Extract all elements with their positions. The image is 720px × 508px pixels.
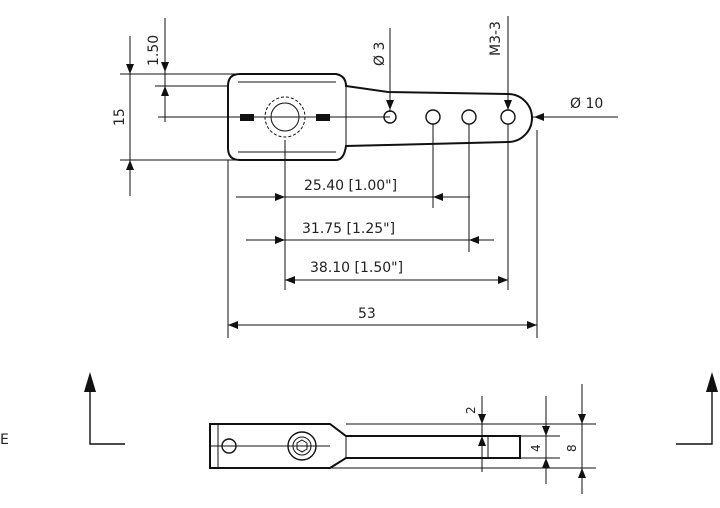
section-arrow-left	[84, 372, 125, 445]
dimension-1-50: 1.50	[120, 18, 240, 122]
dia-10-label: Ø 10	[570, 96, 603, 112]
view-letter-label: E	[0, 432, 9, 448]
overall-53-label: 53	[358, 306, 376, 322]
dimension-38-10: 38.10 [1.50"]	[285, 260, 508, 284]
set-screw-slot-left	[240, 114, 254, 121]
dimension-dia-10: Ø 10	[532, 96, 618, 121]
dimension-25-40: 25.40 [1.00"]	[236, 178, 470, 201]
span-31-75-label: 31.75 [1.25"]	[302, 221, 395, 237]
set-screw-slot-right	[316, 114, 330, 121]
socket-screw-icon	[287, 431, 317, 461]
top-view	[158, 73, 533, 161]
dimension-4: 4	[520, 396, 560, 484]
span-25-40-label: 25.40 [1.00"]	[304, 178, 397, 194]
hole-2	[461, 109, 477, 125]
side-hole	[221, 438, 237, 454]
span-38-10-label: 38.10 [1.50"]	[310, 260, 403, 276]
dimension-15: 15	[112, 36, 240, 196]
m3-3-label: M3-3	[488, 21, 504, 56]
dimension-53: 53	[228, 306, 537, 329]
side-view	[209, 423, 521, 469]
hole-1	[425, 109, 441, 125]
spline-hub-inner	[270, 102, 300, 132]
socket-screw-inner	[292, 436, 312, 456]
dimension-31-75: 31.75 [1.25"]	[246, 221, 494, 244]
dim-1-50-label: 1.50	[146, 35, 162, 66]
dim-15-label: 15	[112, 108, 128, 126]
arm-inner-edge	[238, 81, 347, 153]
dimension-m3-3: M3-3	[488, 16, 512, 110]
extension-lines	[227, 124, 538, 338]
hole-3	[500, 109, 516, 125]
height-8-label: 8	[565, 444, 579, 452]
dimension-dia-3: Ø 3	[372, 28, 394, 112]
height-4-label: 4	[529, 444, 543, 452]
dimension-8: 8	[330, 384, 596, 494]
section-arrow-right	[676, 372, 718, 445]
height-2-label: 2	[464, 406, 478, 414]
hex-socket-icon	[296, 439, 308, 453]
dia-3-label: Ø 3	[372, 42, 388, 66]
dimension-2: 2	[346, 396, 555, 472]
spline-hub-icon	[264, 96, 306, 138]
